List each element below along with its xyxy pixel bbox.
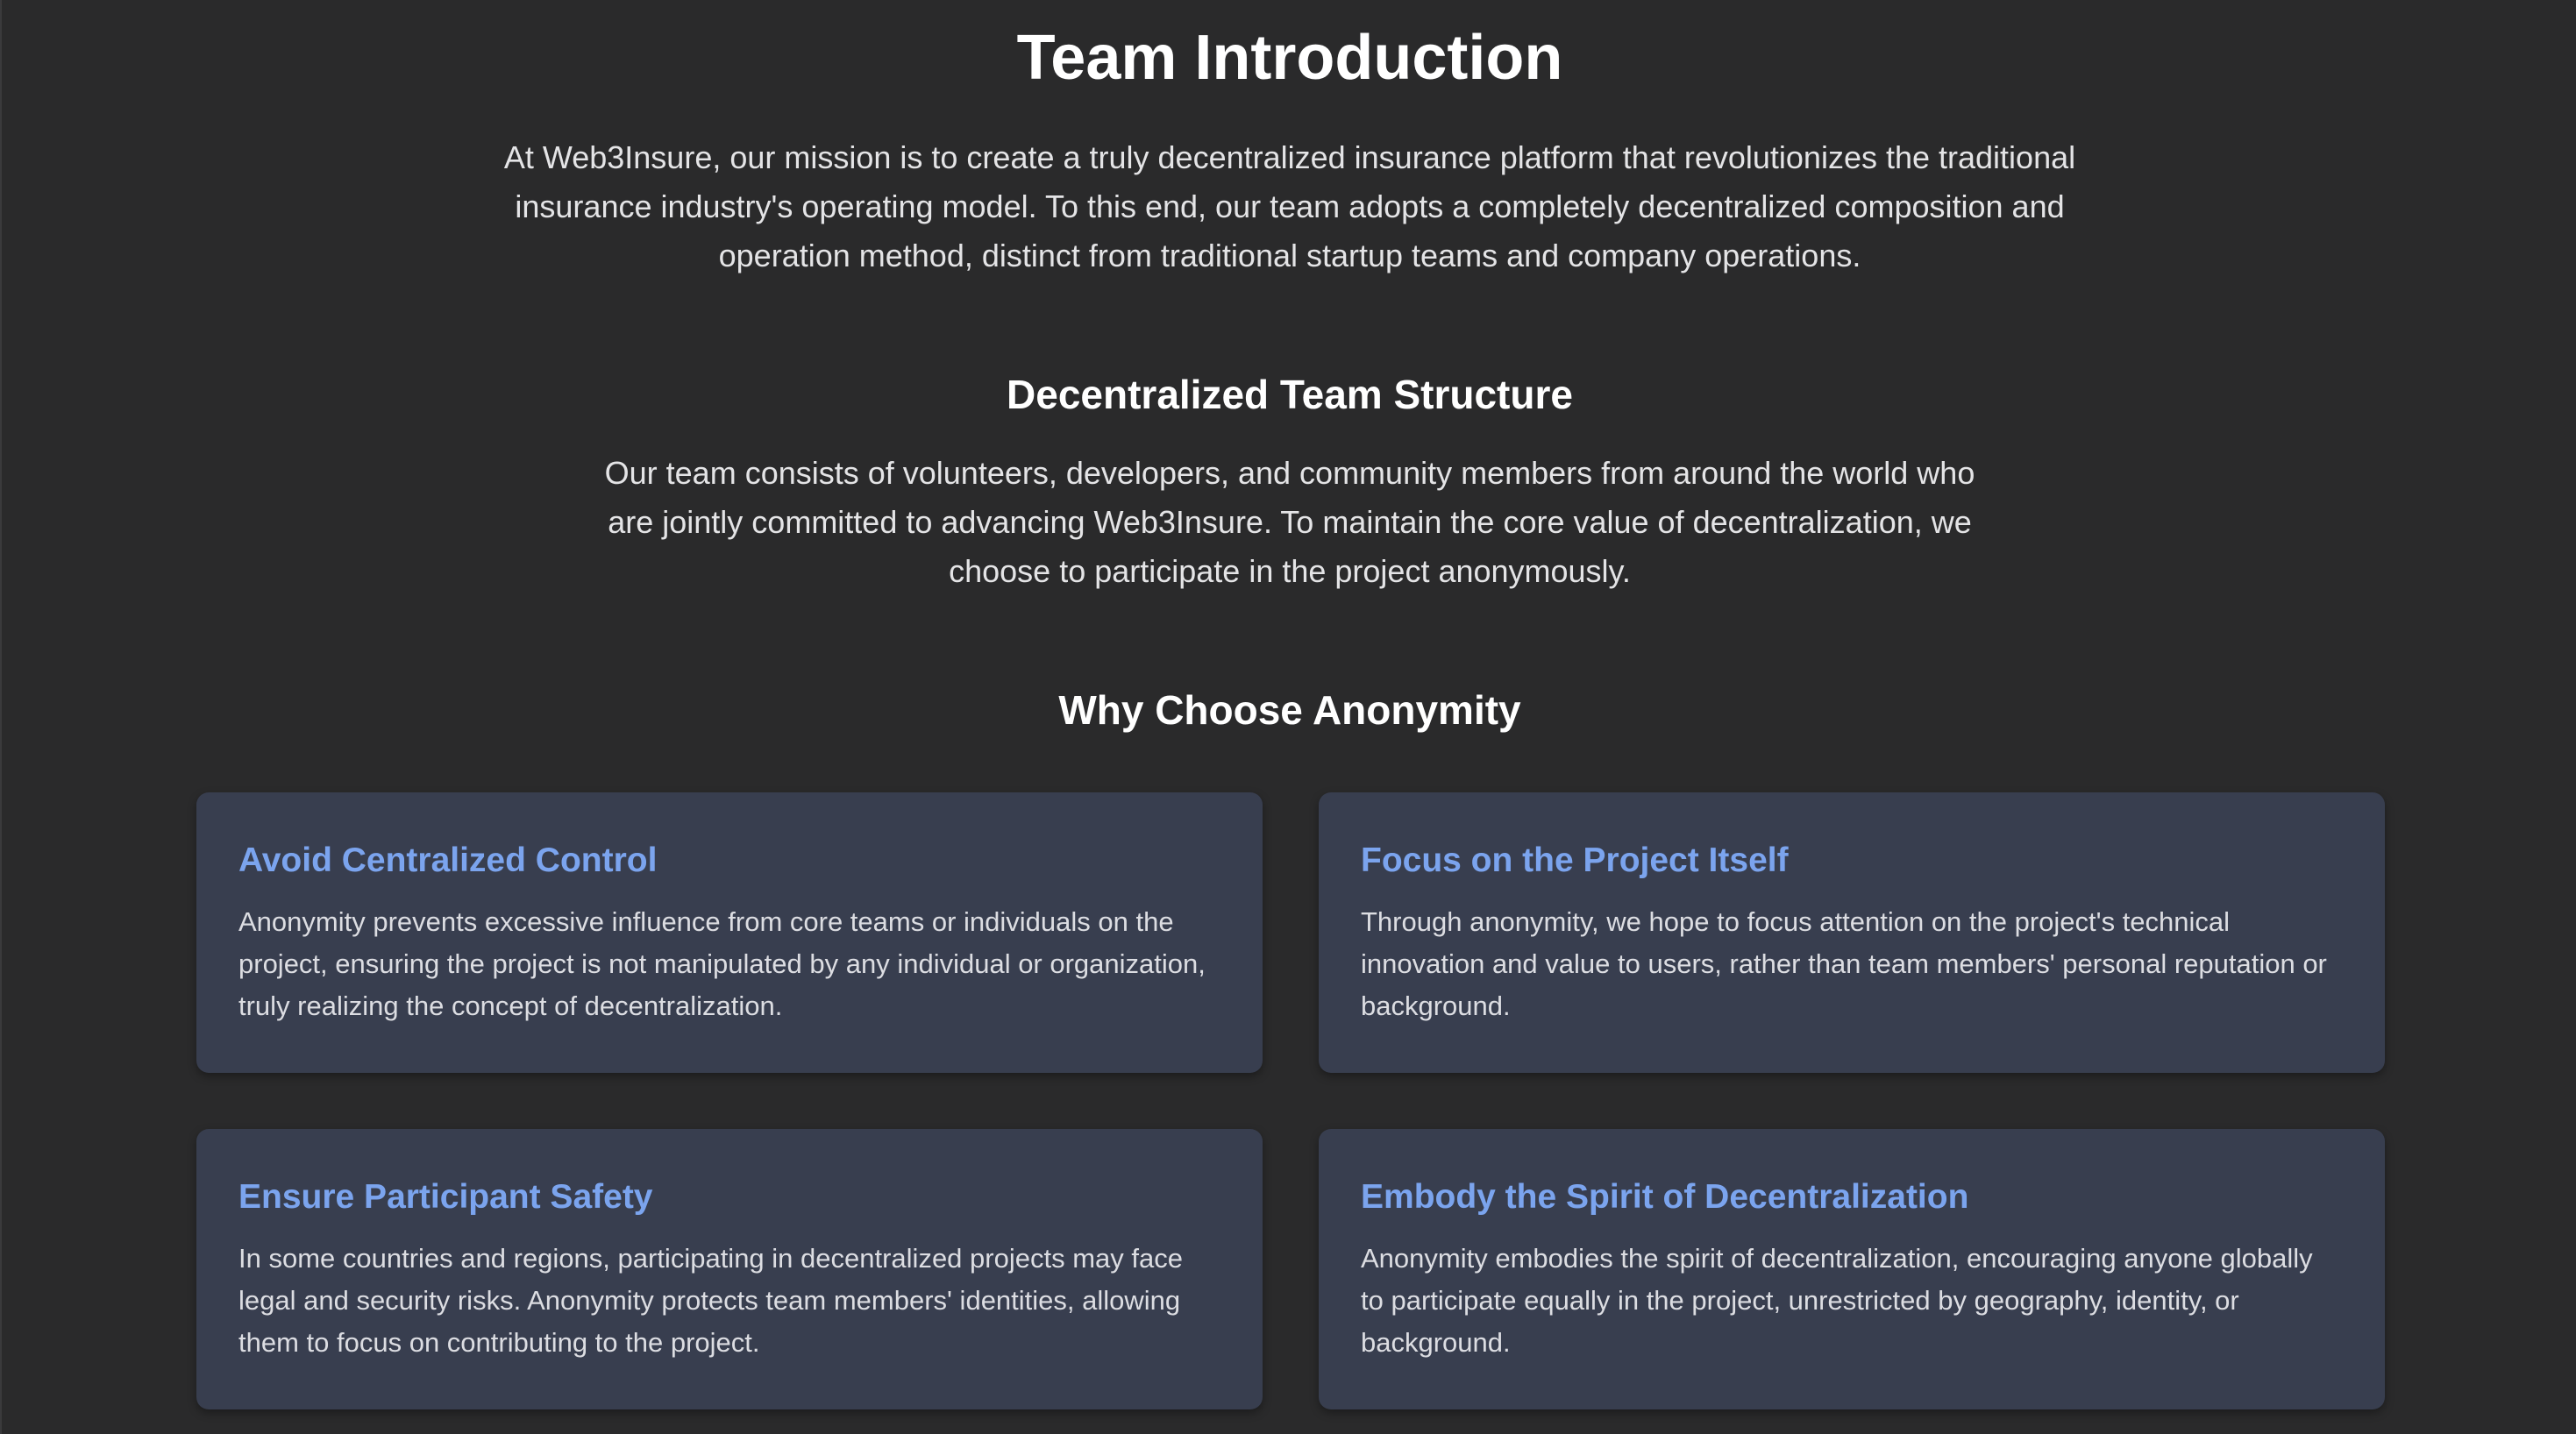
card-text: Anonymity embodies the spirit of decentr…	[1361, 1243, 2313, 1358]
card-text: In some countries and regions, participa…	[238, 1243, 1183, 1358]
card-title: Avoid Centralized Control	[238, 841, 658, 879]
structure-paragraph: Our team consists of volunteers, develop…	[604, 455, 1975, 589]
page-title: Team Introduction	[1016, 23, 1563, 93]
card-text: Through anonymity, we hope to focus atte…	[1361, 906, 2327, 1021]
card-focus-on-project: Focus on the Project Itself Through anon…	[1319, 792, 2385, 1073]
card-title: Focus on the Project Itself	[1361, 841, 1789, 879]
card-embody-decentralization: Embody the Spirit of Decentralization An…	[1319, 1129, 2385, 1409]
card-title: Embody the Spirit of Decentralization	[1361, 1178, 1969, 1216]
intro-paragraph: At Web3Insure, our mission is to create …	[503, 139, 2076, 273]
anonymity-heading: Why Choose Anonymity	[1058, 687, 1521, 733]
card-avoid-centralized-control: Avoid Centralized Control Anonymity prev…	[196, 792, 1263, 1073]
card-title: Ensure Participant Safety	[238, 1178, 653, 1216]
structure-heading: Decentralized Team Structure	[1007, 372, 1573, 417]
card-text: Anonymity prevents excessive influence f…	[238, 906, 1206, 1021]
card-ensure-participant-safety: Ensure Participant Safety In some countr…	[196, 1129, 1263, 1409]
